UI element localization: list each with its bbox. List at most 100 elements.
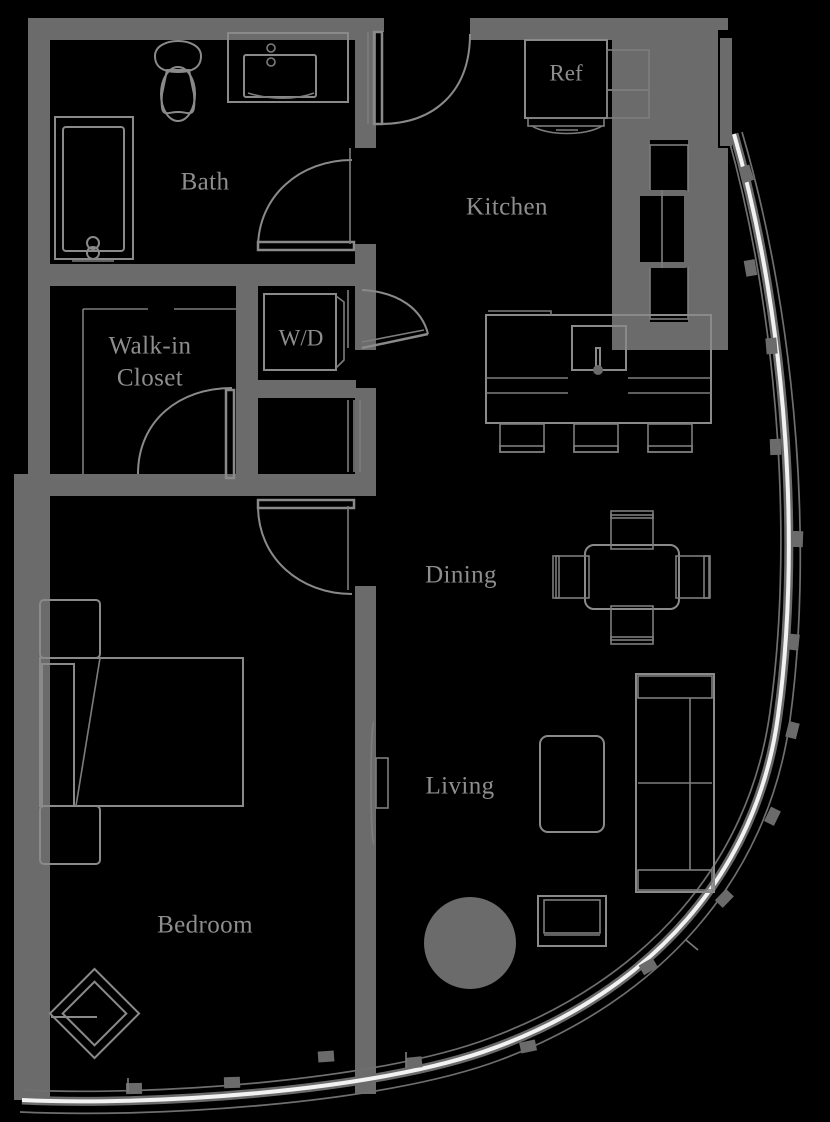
armchair-seat	[543, 899, 601, 934]
washer-dryer-door	[335, 295, 345, 369]
entry-door-leaf	[372, 30, 384, 126]
dining-room: Dining	[425, 510, 711, 645]
bathtub-basin	[62, 126, 125, 252]
vanity	[227, 32, 349, 103]
wall-entry-jamb	[376, 18, 384, 32]
mullion	[714, 888, 734, 908]
mullion	[405, 1056, 423, 1069]
coffee-table	[539, 735, 605, 833]
vanity-faucet-base	[266, 57, 276, 67]
toilet	[153, 40, 203, 122]
refrigerator-door-front	[527, 117, 605, 127]
linen-closet-door[interactable]	[347, 400, 361, 472]
mullion	[638, 957, 658, 976]
curved-window-wall	[19, 38, 804, 1115]
sofa-front	[637, 869, 713, 891]
wd-door-leaf-inner	[361, 329, 425, 343]
bathtub-faucet	[86, 246, 100, 260]
bath-door-jamb-bottom	[355, 244, 376, 256]
closet-door[interactable]	[137, 387, 236, 496]
room-label-kitchen: Kitchen	[466, 194, 548, 221]
bathtub	[54, 116, 134, 262]
wall-top-left	[28, 18, 376, 40]
bath-door-swing	[257, 159, 353, 249]
toilet-tank	[153, 40, 203, 74]
room-label-closet-line2: Closet	[117, 365, 183, 392]
entry-door-swing	[379, 33, 471, 125]
mullion	[317, 1050, 335, 1063]
dining-chair	[610, 605, 654, 645]
bedroom-door-swing	[257, 505, 353, 595]
mullion	[223, 1076, 241, 1089]
kitchen-sink-drain	[593, 365, 603, 375]
kitchen-room: Ref	[466, 39, 712, 453]
dining-chair-seat	[555, 555, 590, 599]
bath-door[interactable]	[256, 136, 376, 256]
dining-chair-seat	[675, 555, 710, 599]
room-label-bedroom: Bedroom	[157, 912, 253, 939]
upper-cabinets	[606, 49, 650, 119]
dining-chair-seat	[610, 514, 654, 550]
dining-chair	[675, 555, 711, 599]
dining-table-set	[552, 510, 711, 645]
curtain-wall-outer-edge	[19, 131, 802, 1115]
dining-chair-back	[610, 636, 654, 645]
media-unit-screen	[375, 757, 389, 809]
washer-dryer-label: W/D	[279, 325, 324, 350]
cabinet	[606, 89, 650, 119]
bedroom-door-leaf	[256, 498, 356, 510]
vanity-counter	[227, 32, 349, 103]
mullion	[765, 337, 778, 355]
bed-duvet-fold	[75, 657, 101, 807]
sill-cap	[685, 939, 699, 951]
vanity-sink-basin	[243, 54, 317, 98]
wall-left-lower	[14, 474, 50, 1094]
mullion	[787, 633, 800, 651]
dining-chair-back	[703, 555, 711, 599]
sofa	[635, 673, 715, 893]
mullion	[785, 721, 800, 740]
bed-mattress	[39, 657, 244, 807]
bed	[39, 657, 244, 807]
side-table-inner	[61, 980, 128, 1047]
bedroom-room: Bedroom	[39, 599, 253, 1060]
bed-headboard	[41, 663, 75, 807]
range-oven	[634, 144, 690, 320]
wd-door[interactable]	[347, 289, 429, 350]
wall-top-right	[470, 18, 728, 40]
bar-stool-back	[573, 445, 619, 453]
dining-chair-seat	[610, 605, 654, 641]
walk-in-closet: Walk-in Closet	[82, 308, 236, 496]
bar-stool	[647, 423, 693, 453]
dining-chair-back	[552, 555, 560, 599]
room-label-bath: Bath	[181, 169, 230, 196]
closet-door-swing	[137, 387, 233, 475]
wall-wd-shelf	[258, 380, 356, 398]
window-head-post	[720, 38, 732, 146]
vanity-sink-curve	[247, 92, 315, 99]
mullion	[769, 438, 782, 456]
bar-stool-back	[647, 445, 693, 453]
mullion	[743, 259, 758, 277]
wd-door-swing	[361, 289, 429, 335]
room-label-closet-line1: Walk-in	[109, 333, 192, 360]
bedroom-door[interactable]	[256, 498, 356, 595]
bar-stool	[499, 423, 545, 453]
bath-door-leaf	[256, 240, 356, 252]
bathtub-drain	[86, 236, 100, 250]
armchair-frame	[537, 895, 607, 947]
wall-group	[14, 18, 728, 1100]
curtain-wall-glazing	[21, 133, 791, 1104]
curtain-wall-mullions	[125, 164, 804, 1095]
curtain-wall-inner-edge	[23, 135, 782, 1093]
wall-bath-bottom	[28, 264, 376, 286]
wall-bath-corridor-upper	[355, 18, 376, 136]
entry-door[interactable]	[367, 30, 471, 126]
wall-closet-wd-divider	[236, 286, 258, 474]
dining-chair	[552, 555, 590, 599]
dining-chair	[610, 510, 654, 550]
wall-bedroom-living	[355, 586, 376, 1094]
island-counter	[485, 314, 712, 424]
closet-door-leaf	[224, 388, 236, 480]
